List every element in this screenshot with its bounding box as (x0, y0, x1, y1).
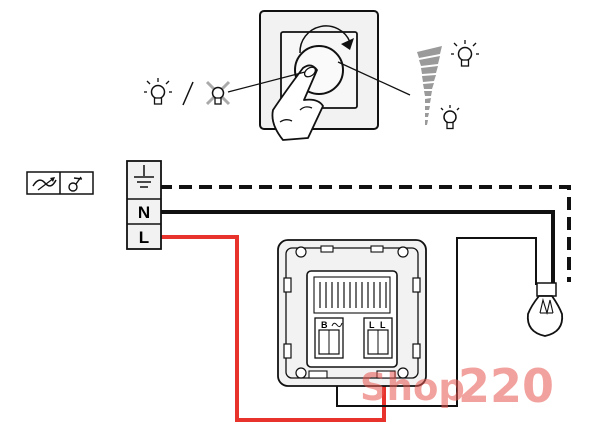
dimmer-load-icon (331, 322, 343, 328)
bulb-off-icon (205, 80, 231, 106)
bulb-dim-icon (440, 105, 460, 130)
dimmer-symbol-icon (26, 171, 94, 195)
terminal-block: N L (126, 160, 162, 250)
separator-slash (182, 81, 194, 106)
earth-wire (159, 185, 571, 282)
lamp-icon (526, 282, 564, 337)
terminal-l2-label: L (380, 320, 386, 330)
earth-symbol-icon (134, 165, 154, 188)
bulb-bright-icon (451, 40, 479, 67)
neutral-label: N (138, 203, 150, 222)
pointer-line-left (227, 71, 306, 93)
dimmer-bar-icon (417, 46, 442, 125)
rotate-arrow-icon (299, 25, 351, 54)
neutral-wire (159, 210, 555, 285)
bulb-on-icon (144, 78, 172, 105)
terminal-l1-label: L (369, 320, 375, 330)
dimmer-mechanism: B L L (277, 239, 427, 387)
terminal-b-label: B (321, 320, 328, 330)
watermark: Shop 220 (360, 359, 554, 413)
watermark-shop: Shop (360, 366, 465, 409)
load-wire (336, 237, 537, 407)
pointer-line-right (337, 61, 411, 96)
watermark-number: 220 (458, 359, 554, 413)
dimmer-face-illustration (227, 10, 411, 141)
phase-wire (159, 235, 386, 422)
phase-label: L (139, 228, 149, 247)
rotate-arrow-head (341, 38, 354, 50)
